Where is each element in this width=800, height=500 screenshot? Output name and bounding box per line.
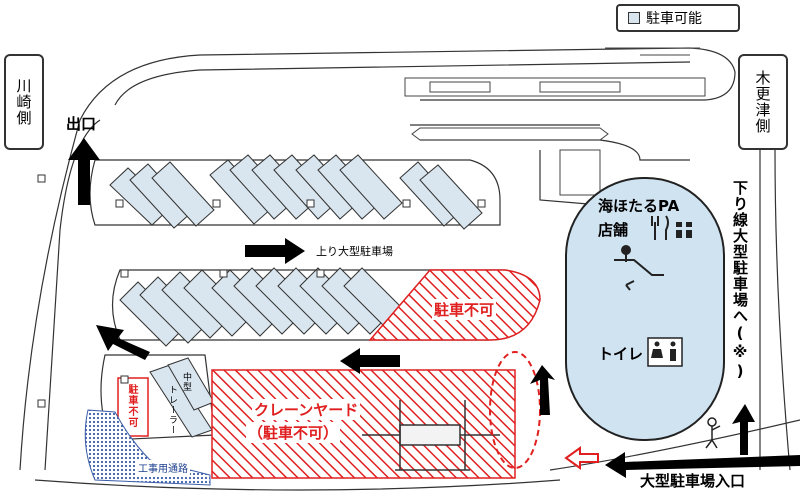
escalator-icon: [614, 245, 664, 291]
middle-size-label: 中型: [181, 372, 191, 392]
no-parking-label: 駐車不可: [432, 299, 497, 320]
upper-structure: [404, 47, 706, 196]
entrance-label: 大型駐車場入口: [638, 470, 748, 491]
exit-label: 出口: [66, 115, 97, 133]
crane-structure: [362, 400, 500, 471]
pillar-markers: [37, 174, 486, 408]
down-line-parking-label: 下り線大型駐車場へ(※): [731, 180, 749, 381]
person-icon: [705, 417, 721, 449]
pa-name-label: 海ほたるPA: [598, 197, 680, 215]
upper-parking-slots: [109, 154, 483, 230]
kawasaki-direction-label: 川崎側: [4, 54, 44, 150]
middle-parking-slots: [119, 267, 411, 347]
trailer-label: トレーラー: [167, 385, 177, 435]
upbound-parking-label: 上り大型駐車場: [316, 245, 393, 258]
construction-road-area: [84, 409, 211, 486]
gift-icon: [676, 222, 692, 238]
small-no-parking-label: 駐車不可: [126, 384, 137, 428]
pa-building: [565, 177, 725, 441]
fork-knife-icon: [651, 215, 669, 240]
toilet-icon: [647, 337, 683, 367]
direction-arrows: [68, 138, 800, 478]
pa-toilet-label: トイレ: [598, 345, 644, 363]
construction-road-label: 工事用通路: [136, 460, 190, 475]
legend: 駐車可能: [616, 4, 740, 32]
pa-shop-label: 店舗: [598, 221, 629, 239]
legend-swatch: [628, 12, 640, 24]
kisarazu-direction-label: 木更津側: [738, 54, 788, 150]
crane-yard-no-parking-label: （駐車不可）: [246, 422, 341, 443]
crane-yard-label: クレーンヤード: [252, 399, 361, 420]
outline-arrow-icon: [564, 446, 599, 470]
road-outlines: [19, 47, 800, 491]
lower-left-block: [100, 354, 216, 441]
legend-label: 駐車可能: [646, 11, 702, 27]
